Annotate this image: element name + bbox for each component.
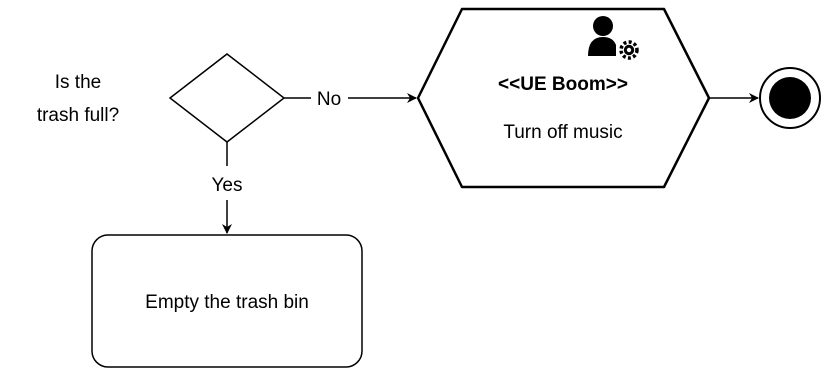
decision-diamond[interactable] xyxy=(168,53,286,143)
action-box[interactable] xyxy=(91,234,363,368)
decision-question-line1: Is the xyxy=(55,72,101,93)
user-gear-icon xyxy=(588,16,639,60)
activity-stereotype: <<UE Boom>> xyxy=(498,74,628,95)
activity-label: Turn off music xyxy=(503,122,622,143)
action-label: Empty the trash bin xyxy=(145,292,309,313)
final-node[interactable] xyxy=(759,67,821,129)
activity-hexagon[interactable] xyxy=(416,7,711,189)
edge-yes-label: Yes xyxy=(212,175,243,196)
edge-no-label: No xyxy=(317,89,341,110)
decision-question-line2: trash full? xyxy=(37,105,119,126)
